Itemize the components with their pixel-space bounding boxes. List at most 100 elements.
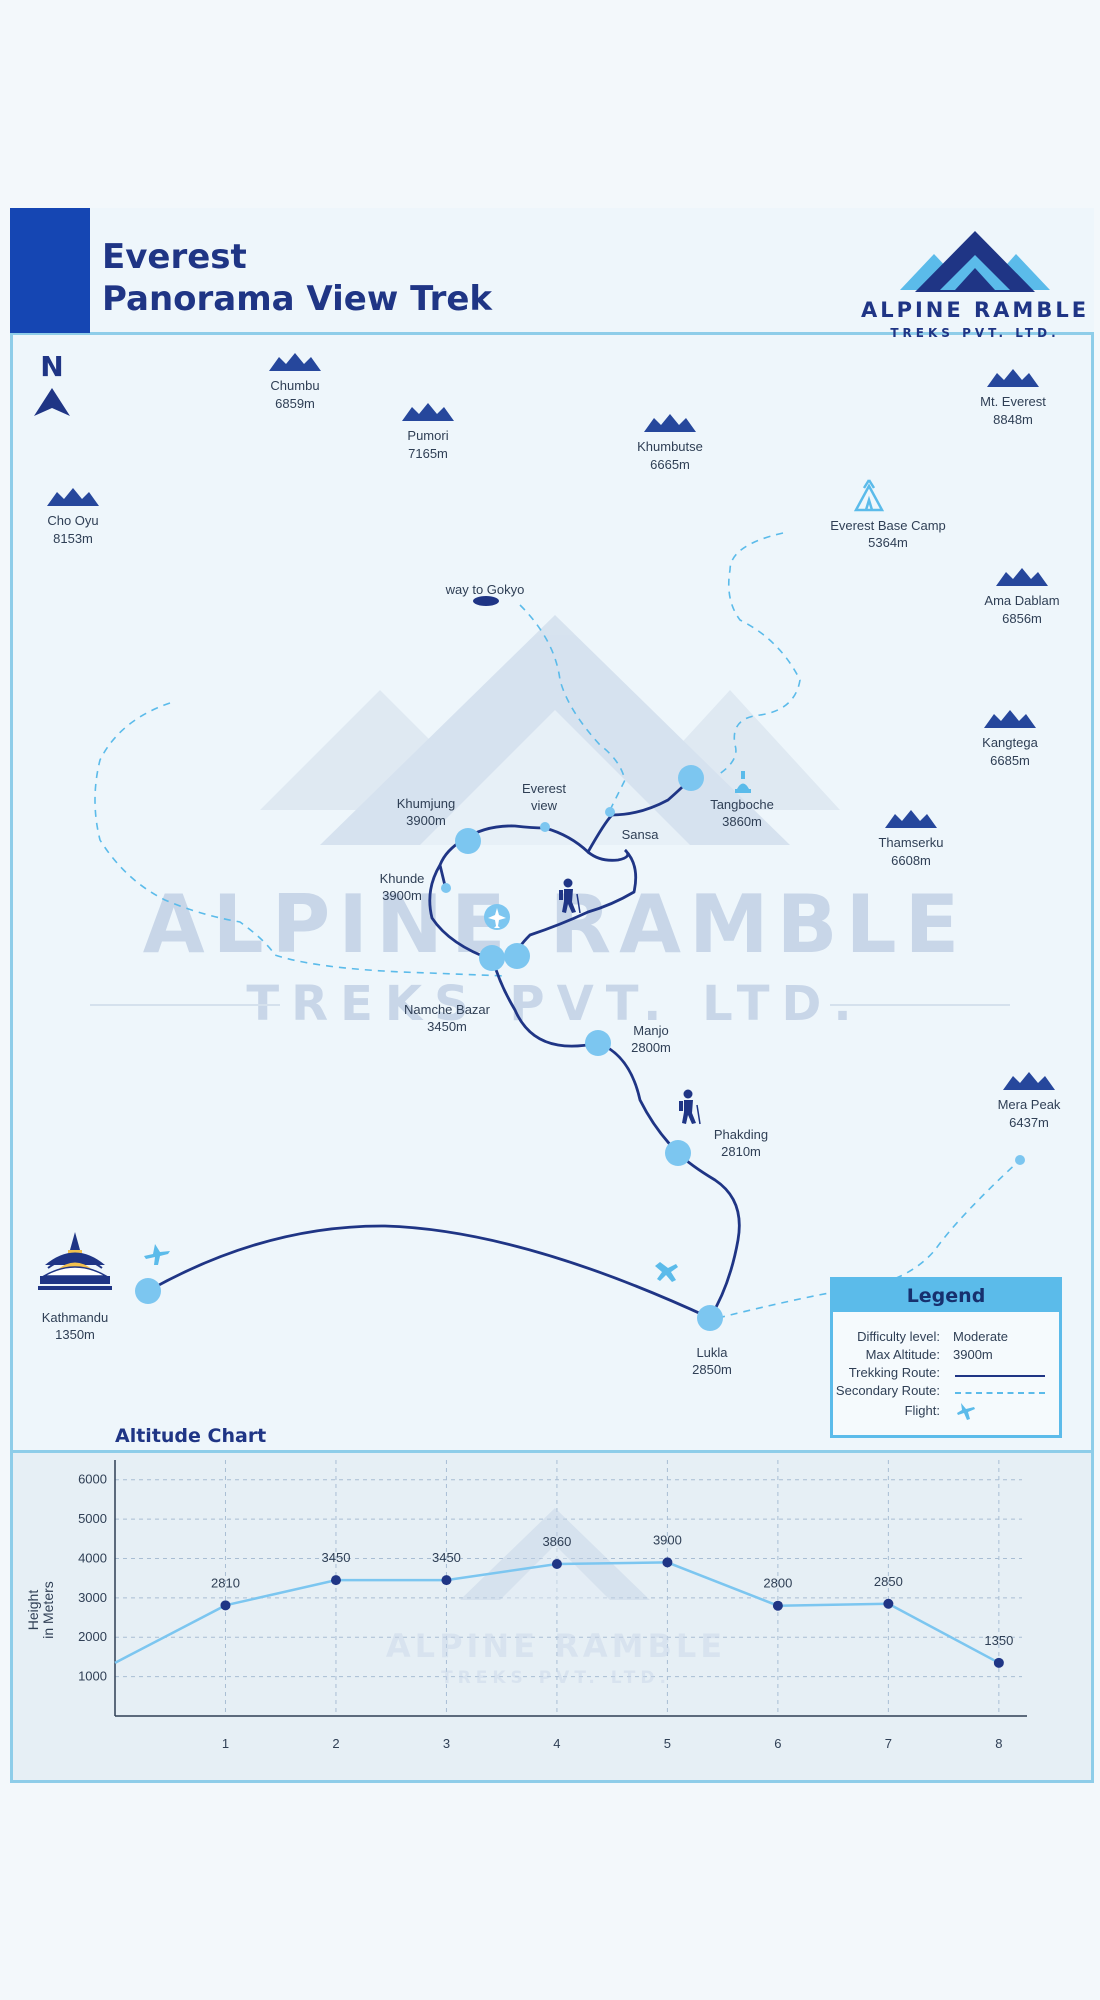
altitude-point-3[interactable] — [441, 1575, 452, 1586]
node-namche-1[interactable] — [479, 945, 505, 971]
place-name: Tangboche — [710, 797, 774, 812]
y-tick-label: 2000 — [78, 1629, 107, 1644]
place-khumjung[interactable]: Khumjung 3900m — [397, 796, 456, 828]
place-sansa[interactable]: Sansa — [622, 827, 660, 842]
node-everest-view[interactable] — [540, 822, 550, 832]
y-tick-label: 6000 — [78, 1472, 107, 1487]
altitude-data-label: 3900 — [653, 1532, 682, 1547]
stupa-icon — [38, 1232, 112, 1290]
peak-thamserku[interactable]: Thamserku 6608m — [878, 810, 944, 868]
peak-height: 6856m — [1002, 611, 1042, 626]
peak-name: Mt. Everest — [980, 394, 1046, 409]
altitude-point-5[interactable] — [662, 1557, 673, 1568]
mountain-icon — [984, 710, 1036, 728]
legend-trekking-label: Trekking Route: — [848, 1365, 940, 1380]
route-manjo-to-namche — [491, 958, 600, 1048]
altitude-data-label: 3450 — [322, 1550, 351, 1565]
legend-secondary-line — [955, 1392, 1045, 1394]
altitude-point-2[interactable] — [330, 1575, 341, 1586]
altitude-data-label: 2850 — [874, 1574, 903, 1589]
node-manjo[interactable] — [585, 1030, 611, 1056]
secondary-route-to-gokyo — [519, 604, 626, 811]
watermark-text-line1: ALPINE RAMBLE — [143, 878, 967, 971]
node-khumjung[interactable] — [455, 828, 481, 854]
route-phakding-to-manjo — [596, 1041, 680, 1155]
y-tick-label: 3000 — [78, 1590, 107, 1605]
legend-altitude-label: Max Altitude: — [865, 1347, 940, 1362]
node-namche-2[interactable] — [504, 943, 530, 969]
peak-height: 8848m — [993, 412, 1033, 427]
airport-plane-icon — [488, 908, 506, 928]
title-line-1: Everest — [102, 237, 247, 277]
altitude-point-8[interactable] — [993, 1657, 1004, 1668]
altitude-point-1[interactable] — [220, 1600, 231, 1611]
secondary-route-west-loop — [94, 702, 506, 977]
north-label: N — [40, 350, 64, 383]
mountain-icon — [996, 568, 1048, 586]
node-sansa[interactable] — [605, 807, 615, 817]
peak-height: 6665m — [650, 457, 690, 472]
map-frame — [10, 332, 1094, 1450]
place-everest-base-camp[interactable]: Everest Base Camp 5364m — [830, 518, 946, 550]
altitude-point-7[interactable] — [883, 1598, 894, 1609]
node-secondary-end[interactable] — [1015, 1155, 1025, 1165]
node-kathmandu[interactable] — [135, 1278, 161, 1304]
route-nodes — [135, 765, 1025, 1331]
y-axis-label-line-2: in Meters — [40, 1581, 56, 1639]
places-layer: Everest Base Camp 5364m way to GokyoKhumju… — [42, 518, 946, 1377]
peak-height: 7165m — [408, 446, 448, 461]
place-height: 5364m — [868, 535, 908, 550]
trekking-routes — [146, 776, 741, 1320]
peak-name: Pumori — [407, 428, 448, 443]
place-tangboche[interactable]: Tangboche 3860m — [710, 797, 774, 829]
peak-name: Thamserku — [878, 835, 943, 850]
mountain-icon — [1003, 1072, 1055, 1090]
place-name: Khunde — [380, 871, 425, 886]
node-lukla[interactable] — [697, 1305, 723, 1331]
place-name: Khumjung — [397, 796, 456, 811]
x-tick-label: 4 — [553, 1736, 560, 1751]
place-height: 3900m — [406, 813, 446, 828]
peak-mt-everest[interactable]: Mt. Everest 8848m — [980, 369, 1046, 427]
node-phakding[interactable] — [665, 1140, 691, 1166]
place-name: Everest Base Camp — [830, 518, 946, 533]
peak-cho-oyu[interactable]: Cho Oyu 8153m — [47, 488, 99, 546]
node-tangboche[interactable] — [678, 765, 704, 791]
peak-height: 6437m — [1009, 1115, 1049, 1130]
chart-watermark-line1: ALPINE RAMBLE — [386, 1627, 726, 1665]
place-height: 3860m — [722, 814, 762, 829]
x-tick-label: 6 — [774, 1736, 781, 1751]
place-way-to-gokyo[interactable]: way to Gokyo — [445, 582, 525, 597]
peak-height: 6685m — [990, 753, 1030, 768]
route-lukla-to-phakding — [676, 1151, 741, 1320]
mountain-icon — [402, 403, 454, 421]
route-tangboche-return — [515, 848, 638, 958]
y-tick-label: 4000 — [78, 1550, 107, 1565]
altitude-point-6[interactable] — [772, 1600, 783, 1611]
place-name: Kathmandu — [42, 1310, 109, 1325]
altitude-point-4[interactable] — [551, 1558, 562, 1569]
node-khunde[interactable] — [441, 883, 451, 893]
x-tick-label: 2 — [332, 1736, 339, 1751]
peak-height: 8153m — [53, 531, 93, 546]
peak-name: Cho Oyu — [47, 513, 98, 528]
peak-pumori[interactable]: Pumori 7165m — [402, 403, 454, 461]
watermark-text-line2: TREKS PVT. LTD. — [246, 976, 863, 1032]
place-name: Sansa — [622, 827, 660, 842]
x-tick-label: 5 — [664, 1736, 671, 1751]
peak-height: 6608m — [891, 853, 931, 868]
